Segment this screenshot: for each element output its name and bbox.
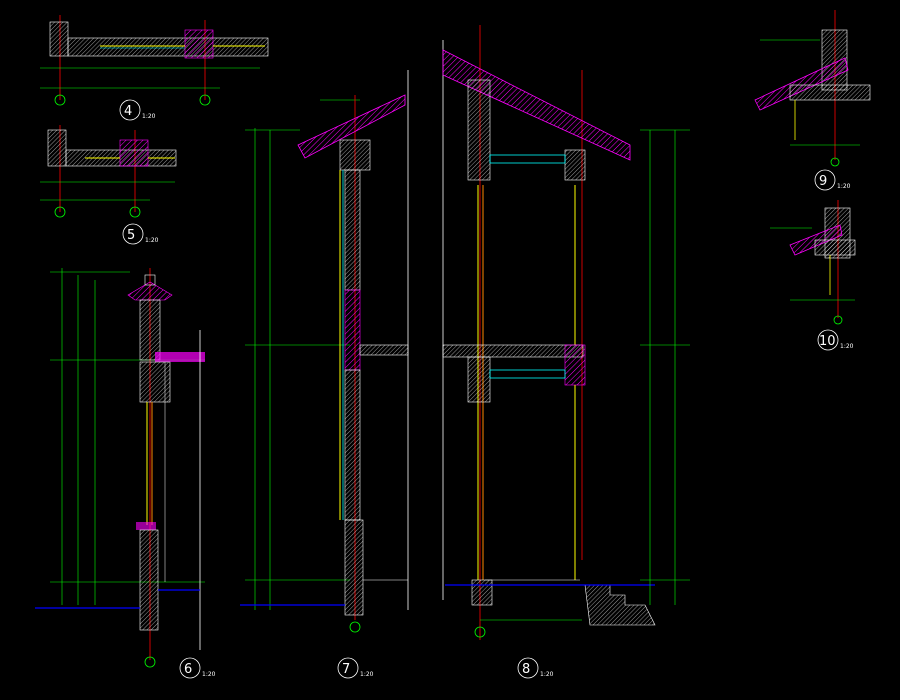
grid-bubble-icon	[144, 656, 156, 668]
detail-10-section: 10 1:20	[770, 200, 856, 351]
detail-bubble-icon	[337, 657, 359, 679]
grid-bubble-icon	[349, 621, 361, 633]
detail-bubble-icon	[179, 657, 201, 679]
detail-bubble-icon	[122, 223, 144, 245]
grid-bubble-icon	[474, 626, 486, 638]
grid-bubble-icon	[54, 94, 66, 106]
detail-8-section: 8 1:20	[442, 25, 690, 679]
detail-bubble-icon	[119, 99, 141, 121]
grid-bubble-icon	[54, 206, 66, 218]
detail-4-number: 4	[124, 104, 132, 119]
detail-9-number: 9	[819, 174, 827, 189]
grid-bubble-icon	[830, 157, 840, 167]
detail-9-section: 9 1:20	[754, 10, 871, 191]
grid-bubble-icon	[833, 315, 843, 325]
detail-4-scale: 1:20	[142, 113, 156, 120]
detail-7-section: 7 1:20	[240, 70, 409, 679]
grid-bubble-icon	[129, 206, 141, 218]
detail-4-plan: 4 1:20	[40, 15, 269, 121]
grid-bubble-icon	[199, 94, 211, 106]
detail-8-number: 8	[522, 662, 530, 677]
detail-7-number: 7	[342, 662, 350, 677]
detail-6-number: 6	[184, 662, 192, 677]
detail-9-scale: 1:20	[837, 183, 851, 190]
detail-6-scale: 1:20	[202, 671, 216, 678]
detail-6-section: 6 1:20	[35, 268, 216, 679]
detail-10-number: 10	[819, 334, 836, 349]
detail-bubble-icon	[814, 169, 836, 191]
detail-5-scale: 1:20	[145, 237, 159, 244]
detail-7-scale: 1:20	[360, 671, 374, 678]
detail-8-scale: 1:20	[540, 671, 554, 678]
detail-bubble-icon	[817, 329, 839, 351]
detail-10-scale: 1:20	[840, 343, 854, 350]
detail-bubble-icon	[517, 657, 539, 679]
detail-5-number: 5	[127, 228, 135, 243]
detail-5-plan: 5 1:20	[40, 125, 177, 245]
